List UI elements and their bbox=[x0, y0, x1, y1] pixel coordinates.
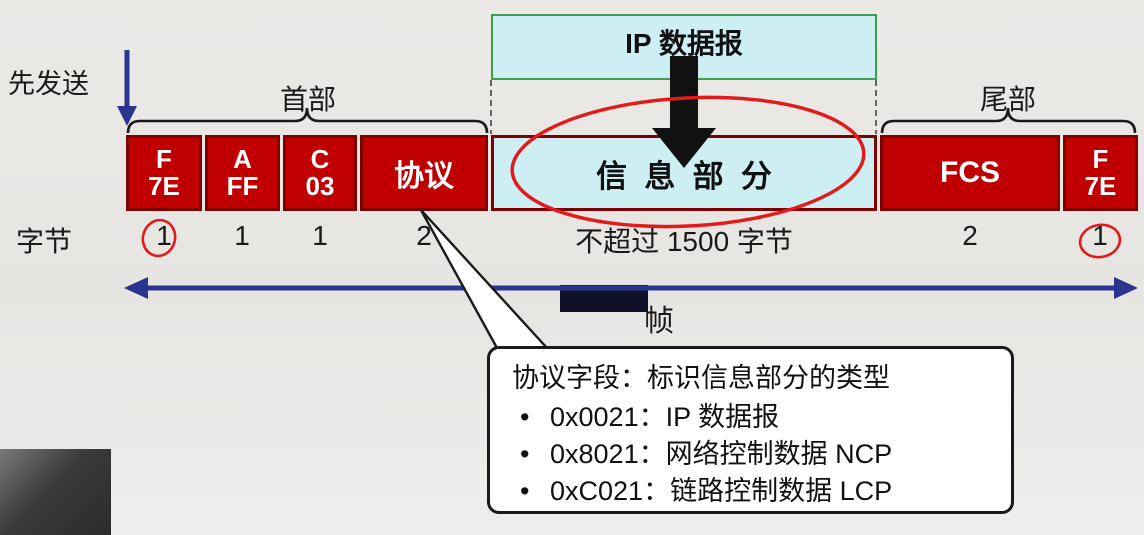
callout-box: 协议字段：标识信息部分的类型 • 0x0021：IP 数据报 • 0x8021：… bbox=[487, 346, 1014, 514]
byte-count-protocol: 2 bbox=[416, 220, 432, 251]
field-flag-end-top: F bbox=[1092, 144, 1109, 175]
callout-item: • 0x8021：网络控制数据 NCP bbox=[520, 436, 989, 473]
bytes-label: 字节 bbox=[16, 226, 73, 257]
field-info: 信 息 部 分 bbox=[491, 135, 877, 211]
callout-item: • 0xC021：链路控制数据 LCP bbox=[520, 473, 989, 510]
field-address-bottom: FF bbox=[226, 171, 259, 201]
ip-datagram-box: IP 数据报 bbox=[491, 14, 877, 80]
callout-item: • 0x0021：IP 数据报 bbox=[520, 399, 989, 436]
field-flag-start-top: F bbox=[156, 144, 172, 175]
byte-count-flag-end: 1 bbox=[1092, 220, 1108, 251]
callout-item-text: 0x0021：IP 数据报 bbox=[550, 402, 780, 432]
field-protocol: 协议 bbox=[360, 135, 488, 211]
highlight-rect bbox=[560, 285, 648, 312]
byte-count-info: 不超过 1500 字节 bbox=[575, 226, 793, 257]
field-flag-start-bottom: 7E bbox=[148, 171, 180, 201]
ip-datagram-label: IP 数据报 bbox=[625, 28, 743, 59]
callout-list: • 0x0021：IP 数据报 • 0x8021：网络控制数据 NCP • 0x… bbox=[512, 399, 989, 510]
callout-item-text: 0xC021：链路控制数据 LCP bbox=[550, 476, 893, 506]
byte-count-fcs: 2 bbox=[962, 220, 978, 251]
field-control-top: C bbox=[310, 144, 330, 175]
bullet-icon: • bbox=[520, 476, 530, 506]
field-control: C 03 bbox=[283, 135, 357, 211]
callout-item-text: 0x8021：网络控制数据 NCP bbox=[550, 439, 893, 469]
trailer-label: 尾部 bbox=[979, 84, 1036, 115]
field-control-bottom: 03 bbox=[305, 171, 335, 201]
field-fcs-label: FCS bbox=[940, 156, 1000, 189]
send-first-label: 先发送 bbox=[8, 69, 89, 99]
field-info-label: 信 息 部 分 bbox=[596, 158, 772, 194]
video-overlay-corner bbox=[0, 449, 111, 535]
header-label: 首部 bbox=[279, 84, 336, 115]
frame-label: 帧 bbox=[644, 305, 674, 338]
frame-span-arrowhead-right-icon bbox=[1114, 277, 1138, 299]
byte-count-control: 1 bbox=[312, 220, 328, 251]
field-protocol-label: 协议 bbox=[394, 160, 454, 193]
send-first-arrowhead-icon bbox=[117, 106, 137, 126]
field-fcs: FCS bbox=[880, 135, 1060, 211]
field-address: A FF bbox=[205, 135, 280, 211]
bullet-icon: • bbox=[520, 402, 530, 432]
field-flag-start: F 7E bbox=[126, 135, 202, 211]
field-flag-end: F 7E bbox=[1063, 135, 1138, 211]
field-flag-end-bottom: 7E bbox=[1084, 171, 1117, 201]
byte-count-address: 1 bbox=[234, 220, 250, 251]
field-address-top: A bbox=[233, 144, 252, 175]
frame-span-arrowhead-left-icon bbox=[124, 277, 148, 299]
callout-title: 协议字段：标识信息部分的类型 bbox=[512, 363, 890, 393]
byte-count-flag-start: 1 bbox=[156, 220, 172, 251]
bullet-icon: • bbox=[520, 439, 530, 469]
callout-tail bbox=[419, 209, 550, 350]
